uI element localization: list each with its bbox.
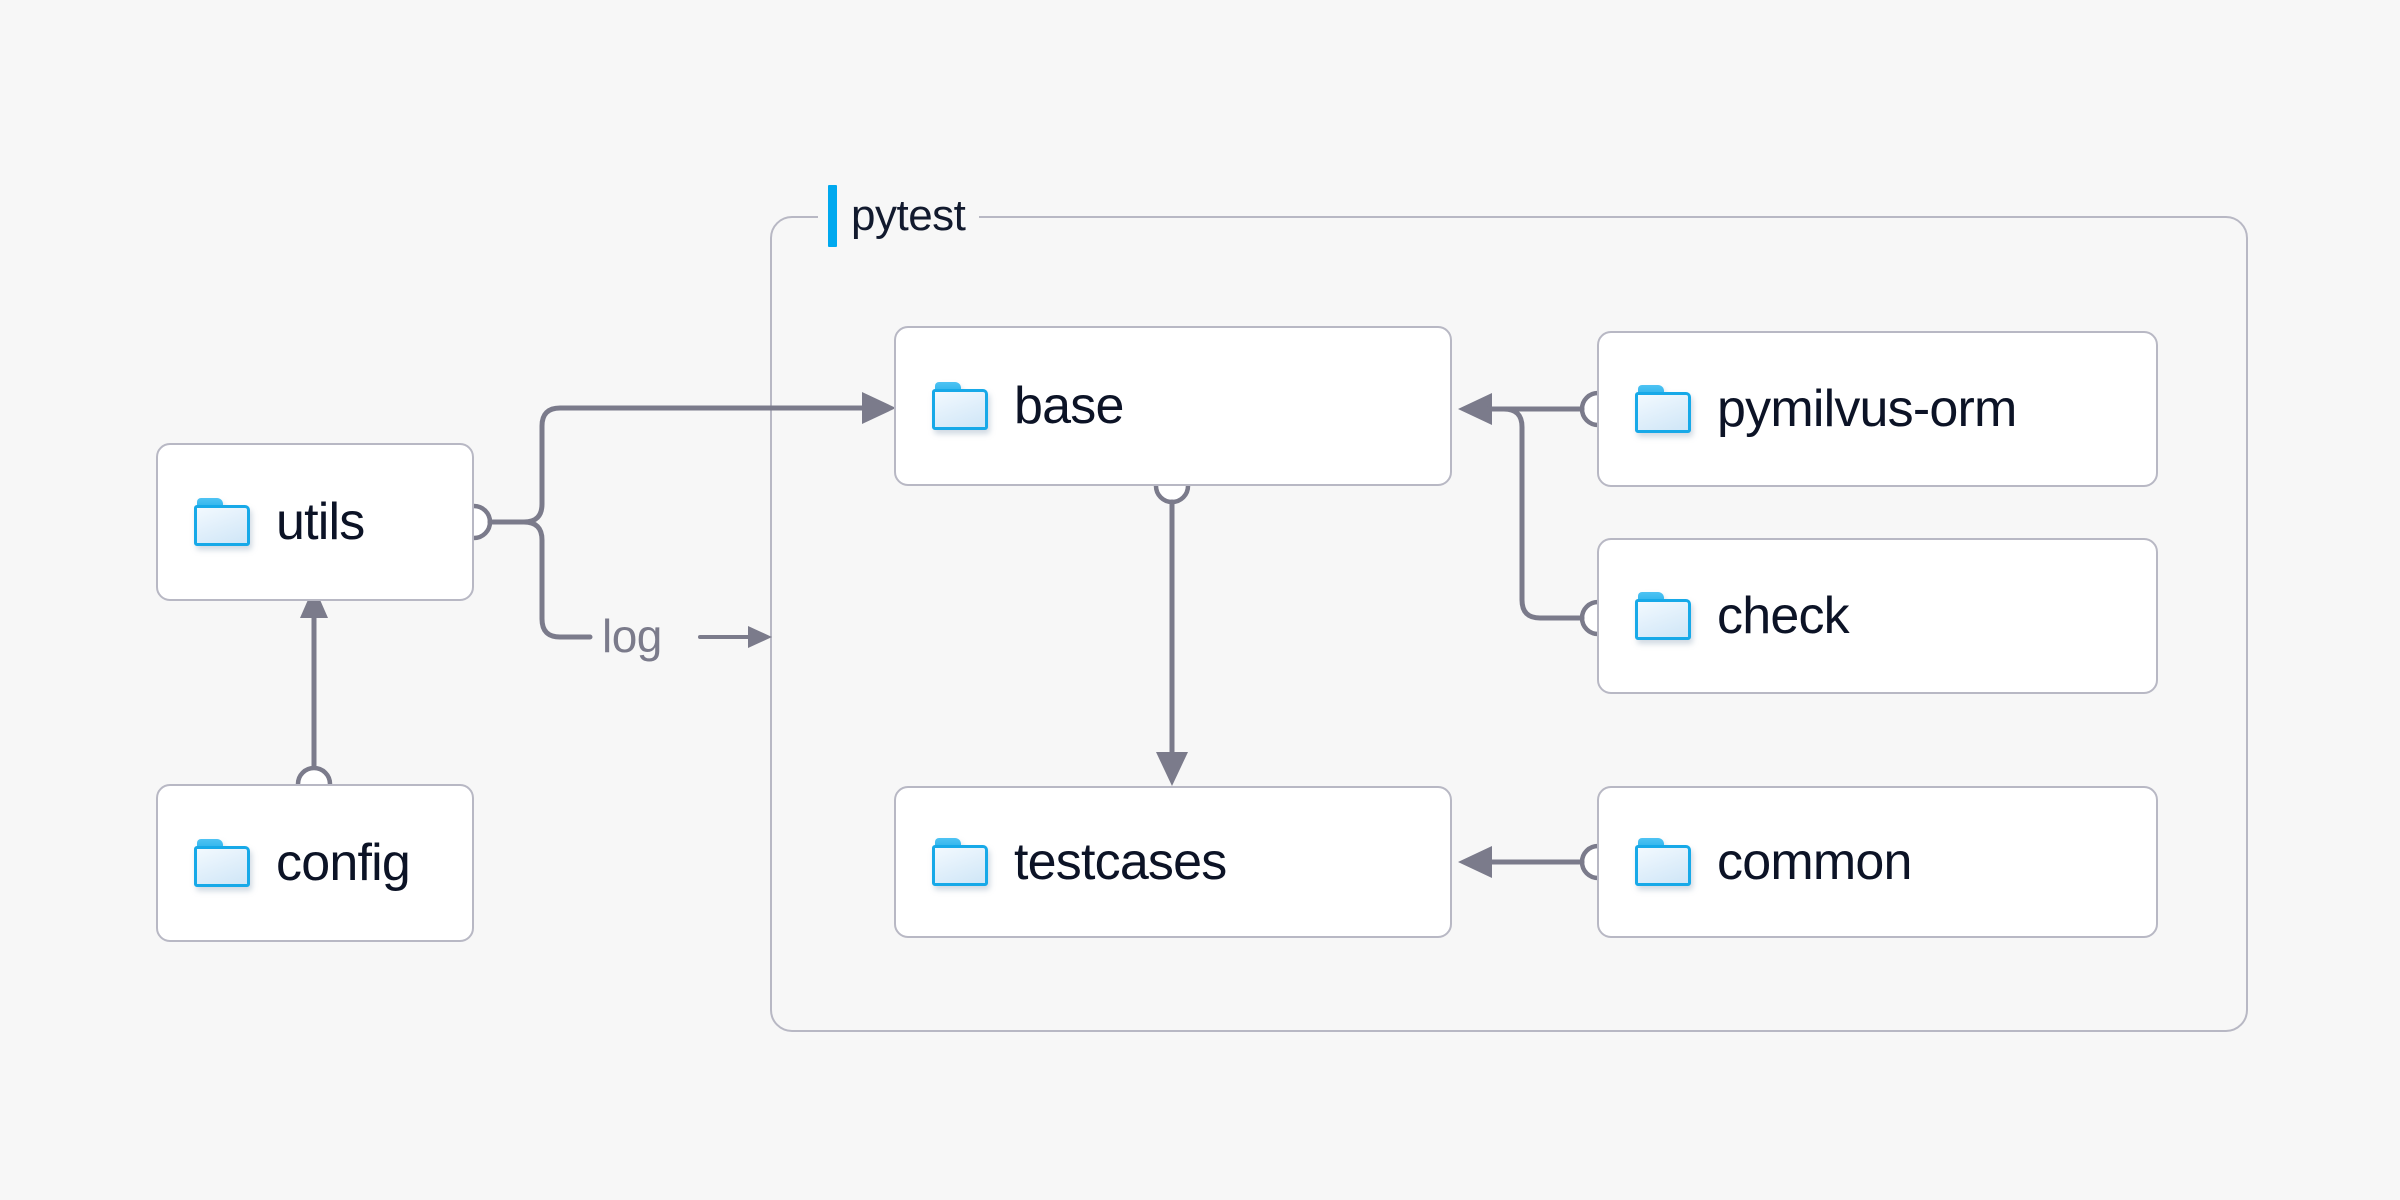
group-container-pytest[interactable]	[770, 216, 2248, 1032]
node-label-pymilvus-orm: pymilvus-orm	[1717, 380, 2017, 438]
edge-config-utils	[295, 586, 333, 803]
node-config[interactable]: config	[156, 784, 474, 942]
accent-bar-icon	[828, 185, 837, 247]
node-check[interactable]: check	[1597, 538, 2158, 694]
group-label-pytest: pytest	[818, 185, 980, 247]
node-base[interactable]: base	[894, 326, 1452, 486]
folder-icon	[194, 498, 250, 546]
folder-icon	[1635, 385, 1691, 433]
node-label-check: check	[1717, 587, 1850, 645]
node-pymilvus-orm[interactable]: pymilvus-orm	[1597, 331, 2158, 487]
folder-icon	[1635, 838, 1691, 886]
node-common[interactable]: common	[1597, 786, 2158, 938]
node-label-base: base	[1014, 377, 1124, 435]
folder-icon	[932, 838, 988, 886]
node-testcases[interactable]: testcases	[894, 786, 1452, 938]
folder-icon	[932, 382, 988, 430]
folder-icon	[194, 839, 250, 887]
group-label-text: pytest	[851, 191, 966, 240]
node-label-testcases: testcases	[1014, 833, 1227, 891]
edge-label-log: log	[602, 610, 662, 662]
folder-icon	[1635, 592, 1691, 640]
node-utils[interactable]: utils	[156, 443, 474, 601]
node-label-utils: utils	[276, 493, 365, 551]
node-label-common: common	[1717, 833, 1912, 891]
node-label-config: config	[276, 834, 411, 892]
